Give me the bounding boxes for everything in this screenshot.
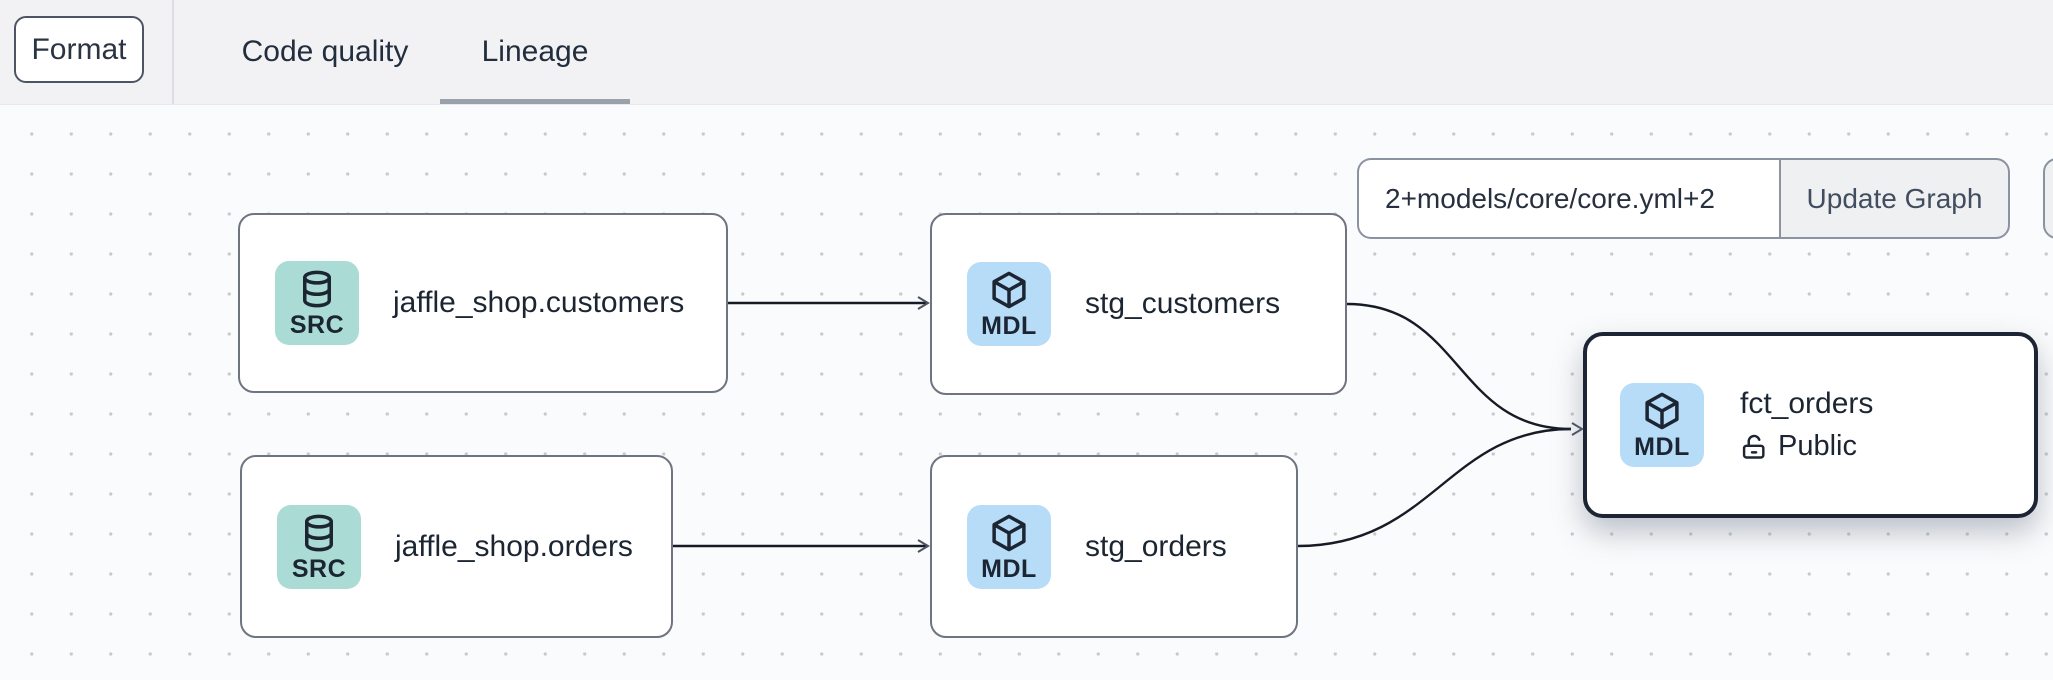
badge-label: SRC [289,311,345,339]
selector-input[interactable] [1357,158,1779,239]
topbar: Format Code quality Lineage [0,0,2053,105]
access-row: Public [1740,430,1873,463]
node-stg-customers[interactable]: MDL stg_customers [930,213,1347,395]
node-jaffle-shop-customers[interactable]: SRC jaffle_shop.customers [238,213,728,393]
access-label: Public [1778,430,1857,462]
format-button[interactable]: Format [14,16,144,83]
model-badge: MDL [967,262,1051,346]
node-jaffle-shop-orders[interactable]: SRC jaffle_shop.orders [240,455,673,638]
tab-code-quality[interactable]: Code quality [241,35,409,68]
database-icon [296,268,338,310]
tab-lineage[interactable]: Lineage [481,35,589,68]
node-stg-orders[interactable]: MDL stg_orders [930,455,1298,638]
badge-label: SRC [291,554,347,583]
active-tab-underline [440,99,630,104]
node-label: stg_orders [1085,529,1227,563]
unlock-icon [1740,433,1768,461]
graph-selector-toolbar: Update Graph [1357,158,2010,239]
node-label: jaffle_shop.customers [393,286,685,319]
source-badge: SRC [277,504,361,589]
clipped-toolbar-button[interactable] [2043,158,2053,239]
update-graph-button[interactable]: Update Graph [1779,158,2010,239]
node-label: jaffle_shop.orders [395,529,633,563]
node-label: stg_customers [1085,287,1281,320]
model-badge: MDL [967,504,1051,589]
database-icon [298,512,340,554]
source-badge: SRC [275,261,359,345]
badge-label: MDL [981,554,1037,583]
cube-icon [988,269,1030,311]
cube-icon [1641,390,1683,432]
node-label: fct_orders [1740,387,1874,420]
topbar-divider [172,0,174,104]
badge-label: MDL [1634,433,1690,461]
model-badge: MDL [1620,383,1704,467]
cube-icon [988,512,1030,554]
node-fct-orders[interactable]: MDL fct_orders Public [1583,332,2038,518]
badge-label: MDL [981,312,1037,340]
